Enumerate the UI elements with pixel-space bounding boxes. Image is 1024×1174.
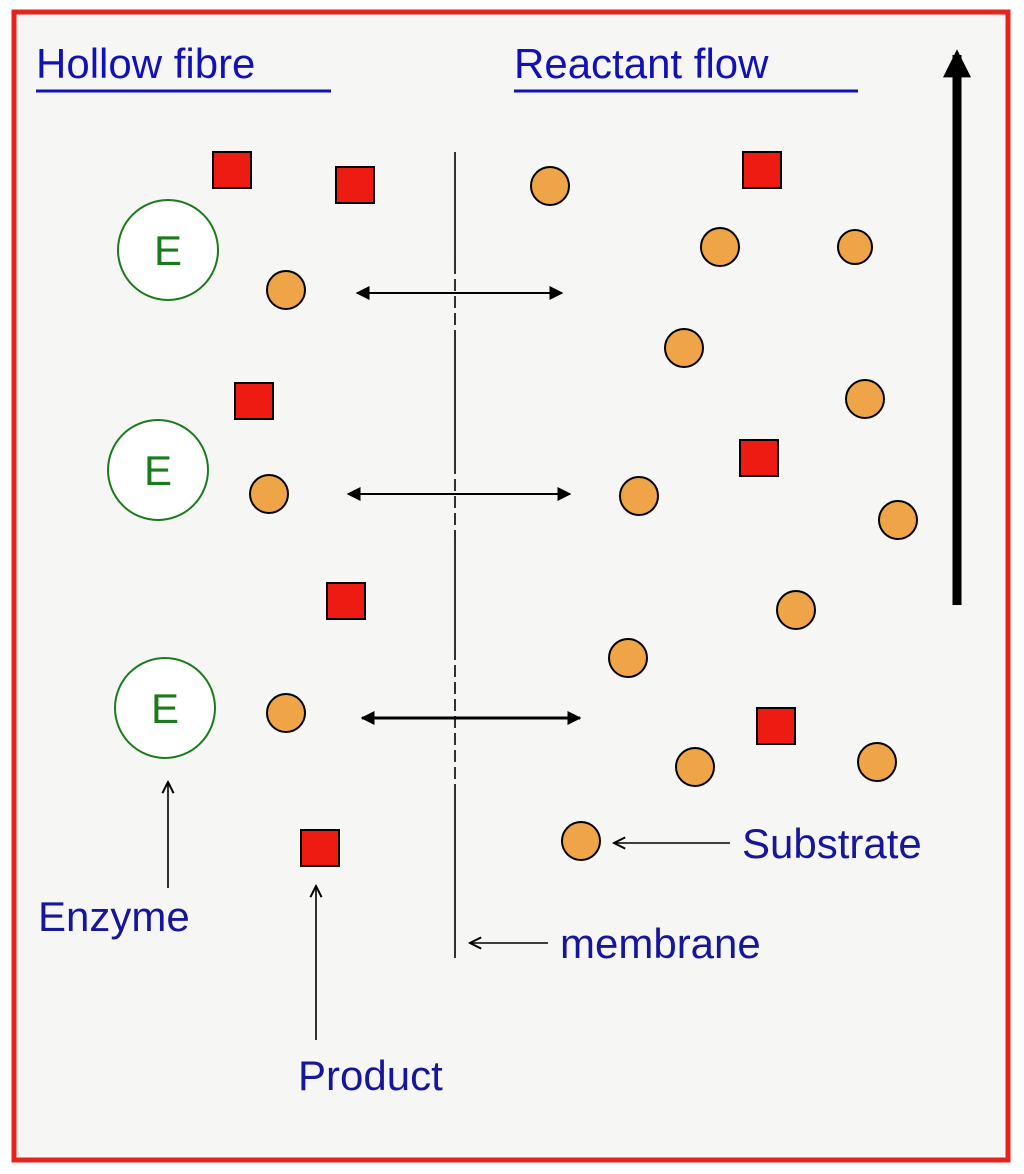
enzyme-symbol: E bbox=[154, 227, 182, 274]
substrate-dot bbox=[837, 229, 873, 265]
enzyme: E bbox=[107, 419, 209, 521]
enzyme: E bbox=[117, 199, 219, 301]
product-square bbox=[739, 439, 779, 477]
substrate-label: Substrate bbox=[742, 820, 922, 867]
product-square bbox=[742, 151, 782, 189]
product-square bbox=[326, 582, 366, 620]
enzyme-label: Enzyme bbox=[38, 893, 190, 940]
enzyme: E bbox=[114, 657, 216, 759]
enzyme-symbol: E bbox=[144, 447, 172, 494]
substrate-dot bbox=[664, 328, 704, 368]
product-label: Product bbox=[298, 1052, 443, 1099]
product-square bbox=[212, 151, 252, 189]
diagram-frame bbox=[11, 9, 1011, 1163]
substrate-dot bbox=[266, 270, 306, 310]
substrate-dot bbox=[700, 227, 740, 267]
substrate-dot bbox=[249, 474, 289, 514]
substrate-dot bbox=[266, 693, 306, 733]
product-square bbox=[234, 382, 274, 420]
substrate-dot bbox=[561, 821, 601, 861]
enzyme-symbol: E bbox=[151, 685, 179, 732]
membrane-label: membrane bbox=[560, 920, 761, 967]
substrate-dot bbox=[857, 742, 897, 782]
substrate-dot bbox=[608, 638, 648, 678]
reactant-flow-heading: Reactant flow bbox=[514, 40, 769, 87]
substrate-dot bbox=[619, 476, 659, 516]
substrate-dot bbox=[878, 500, 918, 540]
product-square bbox=[335, 166, 375, 204]
product-square bbox=[756, 707, 796, 745]
substrate-dot bbox=[675, 747, 715, 787]
substrate-dot bbox=[776, 590, 816, 630]
substrate-dot bbox=[845, 379, 885, 419]
hollow-fibre-heading: Hollow fibre bbox=[36, 40, 255, 87]
substrate-dot bbox=[530, 166, 570, 206]
product-square bbox=[300, 829, 340, 867]
